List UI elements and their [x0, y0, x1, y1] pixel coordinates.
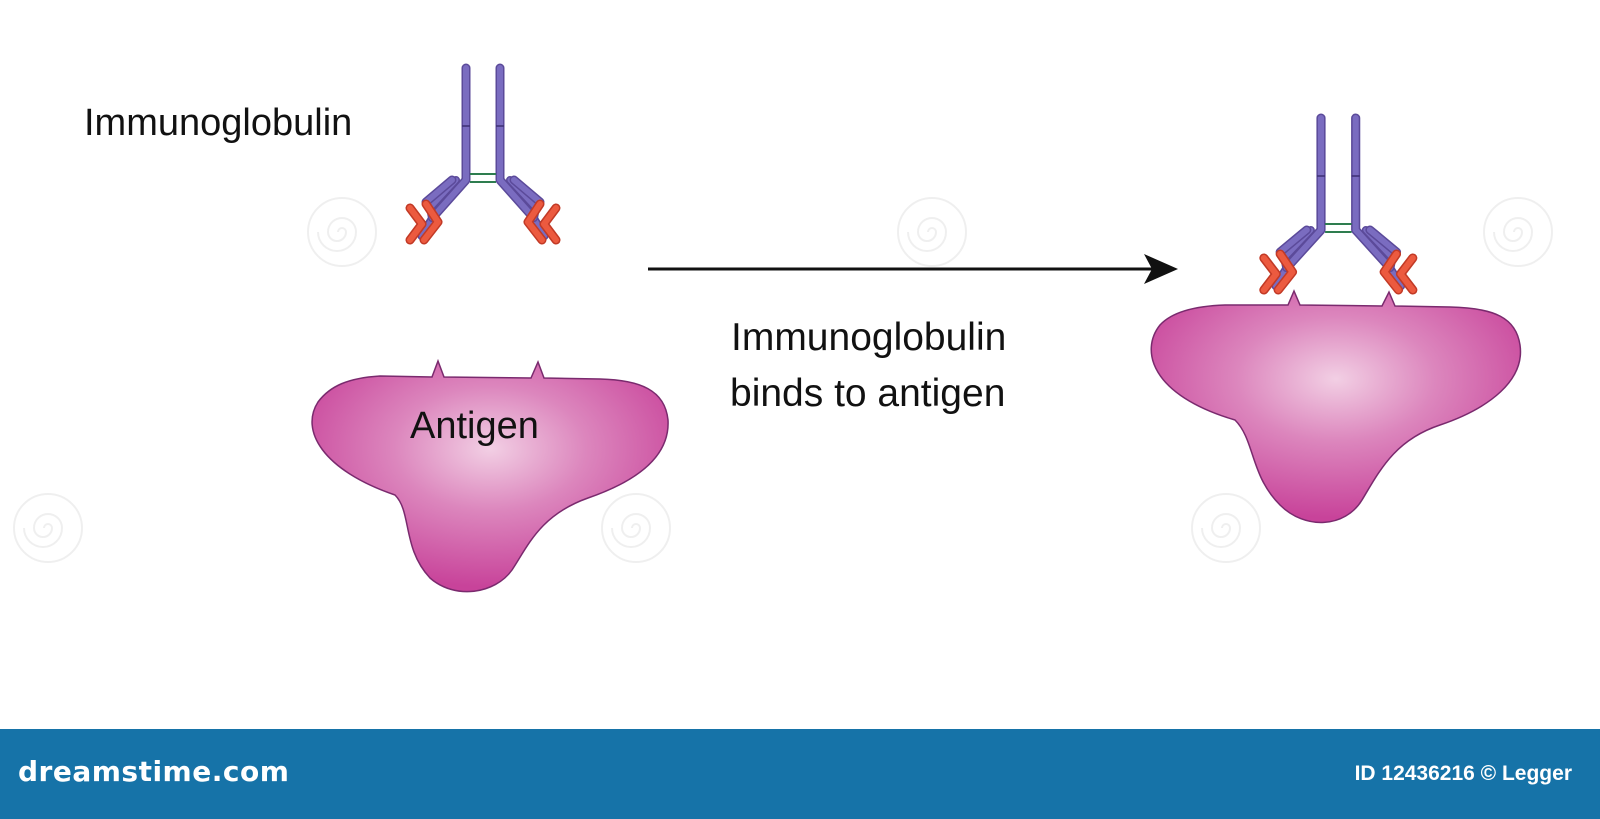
bound-antigen	[1150, 289, 1522, 524]
bound-immunoglobulin	[1264, 118, 1413, 290]
right-arrow-icon	[648, 254, 1178, 284]
caption-line-2: binds to antigen	[730, 372, 1005, 415]
free-antigen	[311, 358, 669, 593]
dreamstime-logo: dreamstime.com	[18, 755, 290, 788]
caption-line-1: Immunoglobulin	[731, 316, 1006, 359]
antigen-label: Antigen	[410, 405, 539, 447]
immunoglobulin-binding-diagram: Immunoglobulin Antigen Immunoglobulin bi…	[13, 0, 1553, 593]
immunoglobulin-label: Immunoglobulin	[84, 102, 352, 144]
watermark-footer-bar: dreamstime.com ID 12436216 © Legger	[0, 729, 1600, 819]
free-immunoglobulin	[410, 68, 556, 240]
image-credit: ID 12436216 © Legger	[1354, 762, 1572, 785]
